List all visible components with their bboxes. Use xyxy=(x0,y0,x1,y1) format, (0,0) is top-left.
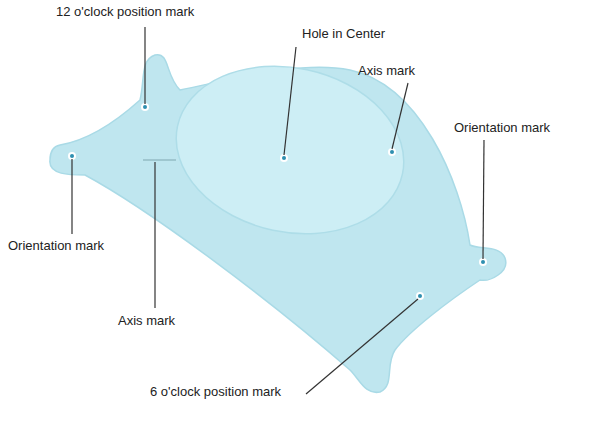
marks xyxy=(68,103,487,300)
axis-line-mark xyxy=(143,160,176,161)
lens-dome xyxy=(160,46,419,254)
part-label: Orientation mark xyxy=(8,238,104,254)
part-label: Axis mark xyxy=(118,313,175,329)
part-label: Axis mark xyxy=(358,63,415,79)
part-label: Orientation mark xyxy=(454,120,550,136)
leader-lines xyxy=(72,27,484,394)
mark-dots xyxy=(70,105,485,298)
part-label: 12 o'clock position mark xyxy=(56,4,194,20)
part-label: 6 o'clock position mark xyxy=(150,384,281,400)
part-label: Hole in Center xyxy=(302,26,385,42)
